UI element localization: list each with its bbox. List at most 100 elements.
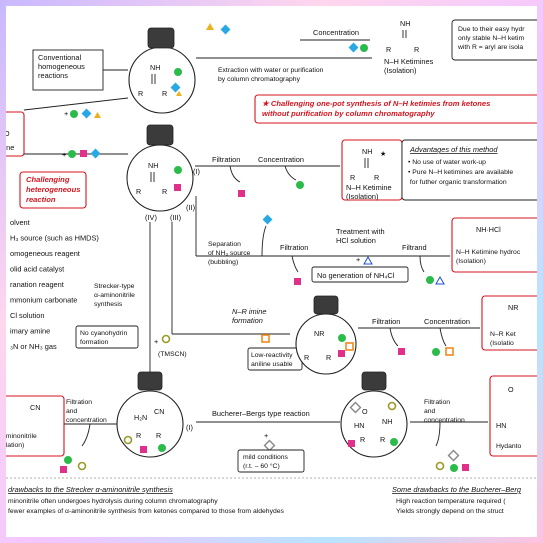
challenge-text: ★ Challenging one-pot synthesis of N–H k…: [262, 99, 490, 118]
hydro-box-label: N–H Ketimine hydroc(Isolation): [456, 249, 521, 265]
legend-item: imary amine: [10, 327, 50, 336]
hydantoin-box: [489, 375, 537, 457]
curve-filt-I: [229, 165, 241, 183]
svg-text:NH: NH: [148, 161, 158, 170]
legend-item: ranation reagent: [10, 280, 64, 289]
mild-box: [237, 449, 305, 473]
svg-text:NR: NR: [508, 303, 518, 312]
cyan-diamond: [262, 214, 273, 225]
ketimine-top-structure: NH R R: [386, 19, 419, 54]
green-circle: [450, 464, 458, 472]
ketone-box: [6, 111, 25, 157]
curve-bottom-left: [81, 423, 91, 447]
aminonitrile-box: [6, 395, 65, 457]
concentration-top: Concentration: [313, 28, 359, 37]
curve-conc-I: [284, 165, 297, 181]
green-circle: [432, 348, 440, 356]
ketimine-iso-label: N–H Ketimine(Isolation): [346, 183, 392, 201]
olive-circle: [77, 461, 87, 471]
yellow-triangle: [94, 112, 101, 118]
tmscn-text: (TMSCN): [158, 351, 187, 358]
svg-text:R: R: [156, 431, 161, 440]
advantages-title: Advantages of this method: [409, 145, 498, 154]
svg-text:NH: NH: [400, 19, 410, 28]
blue-triangle: [435, 275, 445, 285]
svg-text:H₂N: H₂N: [134, 413, 147, 422]
cyan-diamond: [220, 24, 231, 35]
svg-text:R: R: [374, 173, 379, 182]
hydantoin-label: Hydanto: [496, 443, 522, 450]
svg-text:R: R: [386, 45, 391, 54]
bucherer-text: Bucherer–Bergs type reaction: [212, 409, 310, 418]
no-nh4cl-box: [311, 266, 409, 283]
ketimine-top-label: N–H Ketimines(Isolation): [384, 57, 434, 75]
drawback-note-box: [451, 19, 537, 61]
drawbacks-right: High reaction temperature required (Yiel…: [396, 498, 506, 515]
challenge-box: [254, 94, 537, 124]
svg-text:R: R: [414, 45, 419, 54]
hydro-box: [451, 217, 537, 273]
svg-text:NH: NH: [382, 417, 392, 426]
green-circle: [426, 276, 434, 284]
svg-text:+: +: [356, 255, 360, 264]
svg-text:O: O: [362, 407, 368, 416]
svg-text:HN: HN: [496, 421, 506, 430]
pink-square: [398, 348, 405, 355]
yellow-triangle: [206, 23, 214, 30]
olive-circle: [435, 461, 445, 471]
concentration-III: Concentration: [424, 317, 470, 326]
legend-item: olvent: [10, 218, 30, 227]
path-II: (II): [186, 203, 195, 212]
svg-text:O: O: [6, 129, 10, 138]
svg-text:R: R: [136, 187, 141, 196]
svg-text:CN: CN: [30, 403, 40, 412]
mild-text: mild conditions(r.t. – 60 °C): [243, 454, 289, 470]
svg-text:HN: HN: [354, 421, 364, 430]
svg-text:NH: NH: [362, 147, 372, 156]
svg-text:CN: CN: [154, 407, 164, 416]
curve-conc-III: [439, 327, 447, 347]
pink-square: [238, 190, 245, 197]
green-circle: [70, 110, 78, 118]
svg-text:NR: NR: [314, 329, 324, 338]
svg-text:R: R: [162, 89, 167, 98]
drawbacks-right-title: Some drawbacks to the Bucherer–Berg: [392, 485, 522, 494]
cyan-diamond: [90, 148, 101, 159]
conventional-box: [32, 49, 104, 91]
legend-item: omogeneous reagent: [10, 249, 80, 258]
arrow-ketone-top: [23, 97, 129, 111]
svg-text:R: R: [138, 89, 143, 98]
advantages-list: • No use of water work-up• Pure N–H keti…: [408, 159, 513, 186]
svg-text:R: R: [162, 187, 167, 196]
nr-box-label: N–R Ket(Isolatio: [490, 331, 516, 347]
curve-filtrand: [419, 255, 425, 273]
pink-square: [60, 466, 67, 473]
svg-text:+: +: [64, 109, 68, 118]
svg-text:R: R: [136, 431, 141, 440]
legend-item: mmonium carbonate: [10, 296, 77, 305]
svg-text:R: R: [380, 435, 385, 444]
svg-text:O: O: [508, 385, 514, 394]
svg-text:+: +: [264, 431, 268, 440]
svg-text:(I): (I): [186, 423, 193, 432]
green-circle: [64, 456, 72, 464]
cyan-diamond: [81, 108, 92, 119]
no-cyano-box: [75, 325, 139, 349]
orange-square: [261, 334, 270, 343]
pink-square: [462, 464, 469, 471]
reactor-mid: NH R R: [126, 124, 194, 212]
filtration-II: Filtration: [280, 243, 308, 252]
drawbacks-left: minonitrile often undergoes hydrolysis d…: [8, 498, 285, 515]
reactor-strecker: H₂N CN R R: [116, 371, 184, 458]
grey-diamond: [447, 449, 460, 462]
